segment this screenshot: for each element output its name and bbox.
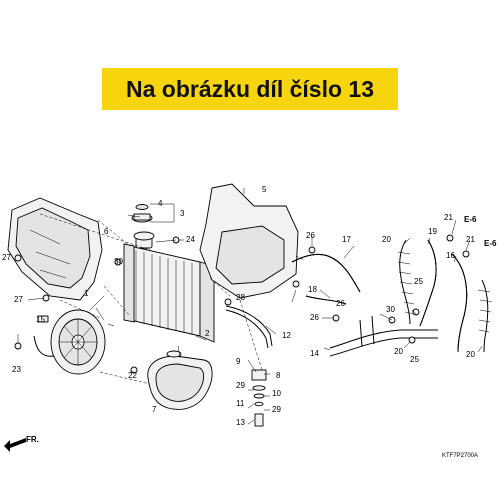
callout-28: 28	[236, 293, 245, 302]
callout-16: 16	[446, 251, 455, 260]
callout-13: 13	[236, 418, 245, 427]
front-direction-arrow: FR.	[4, 435, 39, 452]
callout-12: 12	[282, 331, 291, 340]
callout-29b: 29	[272, 405, 281, 414]
clamps-and-bolts	[14, 234, 470, 374]
callout-27a: 27	[2, 253, 11, 262]
callout-5: 5	[262, 185, 267, 194]
callout-11: 11	[236, 399, 245, 408]
drawing-code: KTF7P2700A	[442, 453, 478, 459]
callout-26c: 26	[310, 313, 319, 322]
callout-14: 14	[310, 349, 319, 358]
callout-18: 18	[308, 285, 317, 294]
callout-20b: 20	[466, 350, 475, 359]
front-direction-label: FR.	[26, 435, 39, 444]
radiator-cover	[7, 197, 103, 301]
callout-30b: 30	[386, 305, 395, 314]
radiator-shroud	[199, 183, 299, 299]
siphon-tube	[225, 305, 273, 347]
callout-24: 24	[186, 235, 195, 244]
part-number-banner: Na obrázku díl číslo 13	[102, 68, 398, 110]
callout-25b: 25	[410, 355, 419, 364]
callout-8: 8	[276, 371, 281, 380]
callout-26a: 26	[306, 231, 315, 240]
callout-30a: 30	[114, 257, 123, 266]
callout-9: 9	[236, 357, 241, 366]
radiator-cap	[131, 204, 153, 223]
callout-29a: 29	[236, 381, 245, 390]
callout-21b: 21	[466, 235, 475, 244]
callout-25a: 25	[414, 277, 423, 286]
reference-e6-side: E-6	[484, 239, 497, 248]
callout-22: 22	[128, 371, 137, 380]
callout-15: 15	[36, 315, 45, 324]
callout-19: 19	[428, 227, 437, 236]
callout-6: 6	[104, 227, 109, 236]
callout-10: 10	[272, 389, 281, 398]
reserve-tank	[147, 350, 213, 410]
cooling-fan	[33, 309, 106, 375]
callout-20c: 20	[394, 347, 403, 356]
callout-21a: 21	[444, 213, 453, 222]
callout-7: 7	[152, 405, 157, 414]
drain-bolt-assembly	[251, 369, 267, 427]
callout-17: 17	[342, 235, 351, 244]
callout-1: 1	[84, 289, 89, 298]
water-hoses	[291, 239, 493, 357]
callout-26b: 26	[336, 299, 345, 308]
siphon-tube-inner	[225, 309, 269, 349]
callout-2: 2	[205, 329, 210, 338]
callout-27b: 27	[14, 295, 23, 304]
callout-3: 3	[180, 209, 185, 218]
banner-text: Na obrázku díl číslo 13	[126, 75, 374, 102]
callout-23: 23	[12, 365, 21, 374]
reference-e6-top: E-6	[464, 215, 477, 224]
callout-20a: 20	[382, 235, 391, 244]
banner-background	[102, 68, 398, 110]
callout-4: 4	[158, 199, 163, 208]
